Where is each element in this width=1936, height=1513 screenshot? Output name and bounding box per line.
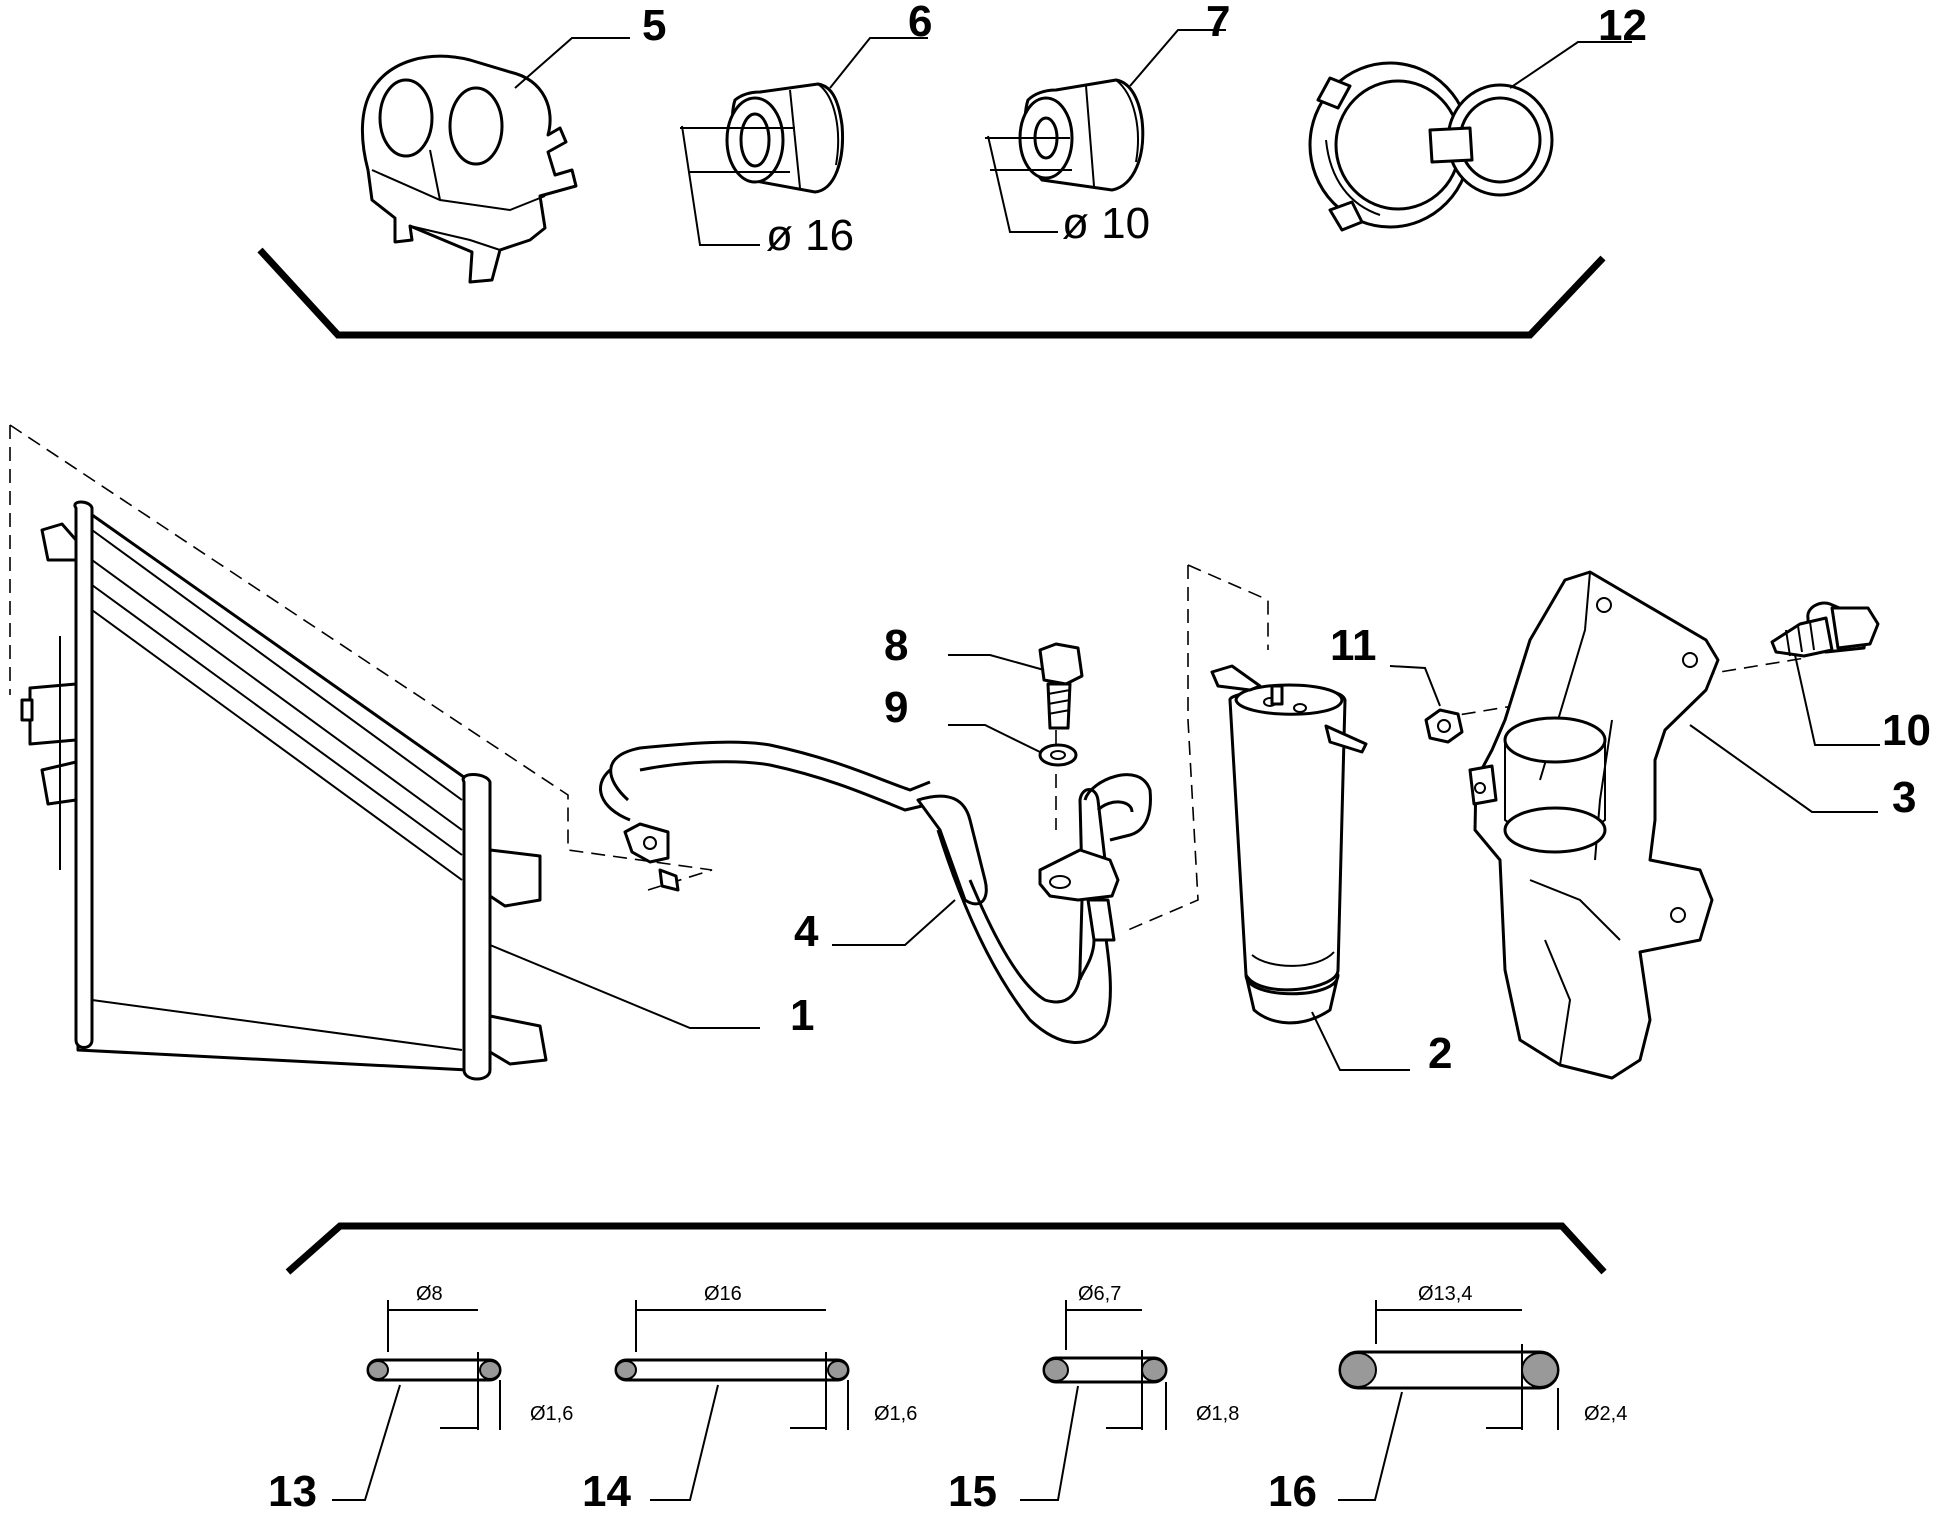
callout-11: 11 — [1330, 621, 1377, 670]
nut-icon — [1424, 708, 1464, 744]
callout-12: 12 — [1598, 1, 1647, 50]
dim16-inner: Ø13,4 — [1418, 1283, 1472, 1305]
dim13-section: Ø1,6 — [530, 1403, 573, 1425]
receiver-drier-icon — [1210, 664, 1368, 1025]
callout-3: 3 — [1892, 773, 1916, 822]
callout-10: 10 — [1882, 706, 1931, 755]
leader-16 — [1338, 1391, 1403, 1501]
leader-12 — [1509, 41, 1632, 89]
dim14-inner: Ø16 — [704, 1283, 742, 1305]
callout-2: 2 — [1428, 1029, 1452, 1078]
leader-13 — [332, 1384, 401, 1501]
leader-5 — [514, 37, 630, 89]
top-group-bracket — [257, 247, 1606, 339]
dim15-section: Ø1,8 — [1196, 1403, 1239, 1425]
leader-9 — [948, 724, 1041, 753]
align-dash-2a — [1187, 564, 1269, 650]
leader-11 — [1389, 665, 1441, 707]
callout-5: 5 — [642, 1, 666, 50]
callout-4: 4 — [794, 907, 819, 956]
bolt-side-icon — [1770, 601, 1880, 658]
dim16-section: Ø2,4 — [1584, 1403, 1627, 1425]
callout-6: 6 — [908, 0, 932, 46]
leader-10 — [1794, 654, 1880, 746]
hose-clamp-icon — [1308, 61, 1554, 232]
callout-7: 7 — [1206, 0, 1230, 46]
leader-14 — [650, 1384, 719, 1501]
pipe-icon — [599, 740, 1152, 1044]
condenser-icon — [20, 500, 548, 1081]
dim13-inner: Ø8 — [416, 1283, 443, 1305]
dim-leader-6 — [681, 125, 760, 246]
dim-leader-7 — [987, 135, 1058, 233]
leader-15 — [1020, 1385, 1079, 1501]
leader-4 — [832, 899, 956, 946]
pipe-clip-icon — [360, 54, 578, 284]
grommet-small-icon — [1018, 78, 1145, 192]
leader-6 — [829, 37, 928, 89]
leader-3 — [1689, 724, 1878, 813]
leader-2 — [1311, 1011, 1410, 1071]
bolt-icon — [1038, 642, 1084, 730]
o-ring-13-icon — [366, 1358, 502, 1382]
washer-icon — [1038, 743, 1078, 767]
align-dash-1b — [9, 424, 713, 891]
dim14-section: Ø1,6 — [874, 1403, 917, 1425]
o-ring-15-icon — [1042, 1356, 1168, 1384]
leader-7 — [1129, 29, 1226, 87]
bottom-group-bracket — [285, 1222, 1607, 1275]
callout-9: 9 — [884, 683, 908, 732]
dimension-7: ø 10 — [1062, 199, 1150, 248]
callout-13: 13 — [268, 1467, 317, 1508]
dimension-6: ø 16 — [766, 211, 854, 260]
o-ring-16-icon — [1338, 1350, 1560, 1390]
callout-1: 1 — [790, 991, 814, 1040]
callout-14: 14 — [582, 1467, 631, 1508]
callout-8: 8 — [884, 621, 908, 670]
o-ring-14-icon — [614, 1358, 850, 1382]
leader-1 — [489, 944, 760, 1029]
bracket-icon — [1468, 570, 1720, 1080]
dim15-inner: Ø6,7 — [1078, 1283, 1121, 1305]
align-dash-2b — [1127, 565, 1199, 931]
grommet-large-icon — [725, 82, 845, 194]
leader-8 — [948, 654, 1045, 671]
callout-16: 16 — [1268, 1467, 1317, 1508]
callout-15: 15 — [948, 1467, 997, 1508]
